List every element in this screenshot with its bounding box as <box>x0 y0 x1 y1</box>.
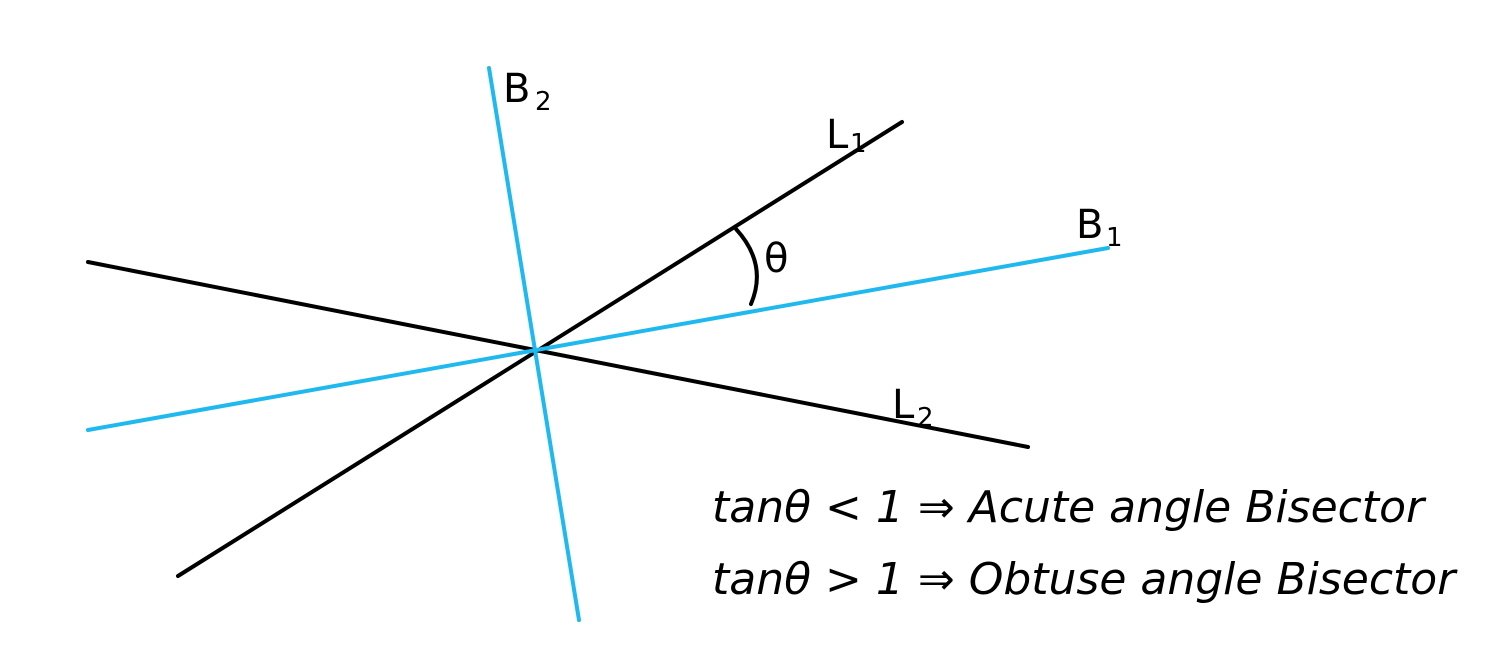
bisector-b1 <box>86 246 1110 432</box>
bisector-b2 <box>487 66 581 622</box>
theta-label: θ <box>764 236 788 282</box>
b2-subscript: 2 <box>535 87 552 117</box>
acute-bisector-note: tanθ < 1 ⇒ Acute angle Bisector <box>712 482 1427 533</box>
l1-label: L <box>826 112 849 158</box>
b1-label: B <box>1076 202 1103 248</box>
theta-angle-arc <box>734 227 759 306</box>
line-l2 <box>86 260 1030 449</box>
l2-subscript: 2 <box>917 403 934 433</box>
l2-label: L <box>892 382 915 428</box>
obtuse-bisector-note: tanθ > 1 ⇒ Obtuse angle Bisector <box>712 554 1458 605</box>
l1-subscript: 1 <box>850 129 867 159</box>
b2-label: B <box>503 66 530 112</box>
b1-subscript: 1 <box>1106 223 1123 253</box>
